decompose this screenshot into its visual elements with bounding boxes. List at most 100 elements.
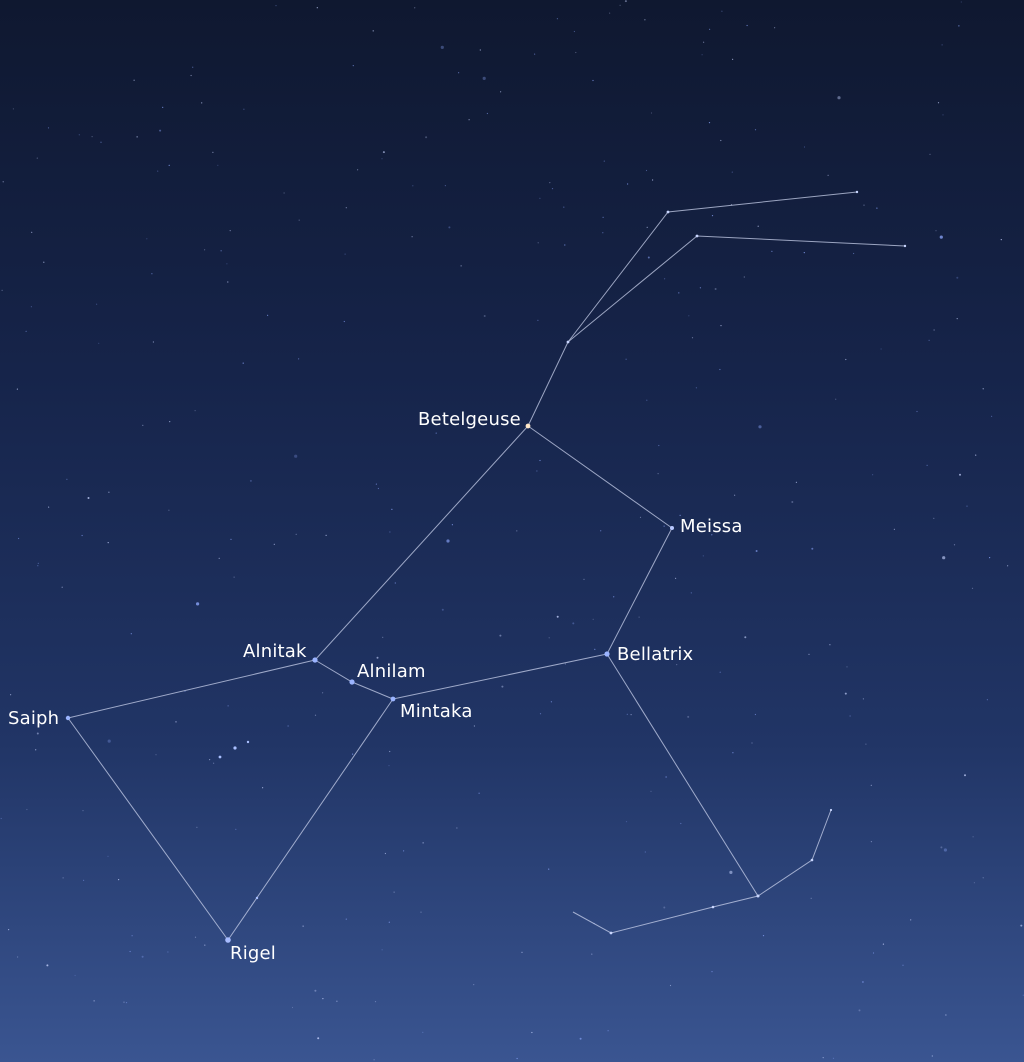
background-star <box>93 1000 95 1002</box>
background-star <box>971 587 974 589</box>
background-star <box>382 151 385 154</box>
background-star <box>169 421 171 423</box>
background-star <box>991 415 993 417</box>
club-line-lower <box>567 235 906 343</box>
background-star <box>87 497 90 499</box>
background-star <box>283 192 285 194</box>
background-star <box>870 784 872 786</box>
background-star <box>375 483 377 485</box>
background-star <box>564 663 567 665</box>
background-star <box>374 1001 377 1003</box>
background-star <box>123 1001 125 1003</box>
background-star <box>229 230 231 232</box>
background-star <box>1020 924 1023 927</box>
background-star <box>664 278 666 280</box>
background-star <box>325 534 327 537</box>
background-star <box>551 188 554 190</box>
background-star <box>695 387 698 389</box>
background-star <box>827 174 829 176</box>
background-star <box>720 325 722 327</box>
background-star <box>209 759 211 761</box>
background-star <box>420 911 422 913</box>
background-star <box>242 362 244 364</box>
background-star <box>391 508 393 510</box>
background-star <box>650 790 652 793</box>
background-star <box>249 479 252 482</box>
background-star <box>521 951 523 953</box>
background-star <box>273 543 275 545</box>
background-star <box>729 870 733 875</box>
background-star <box>652 179 654 181</box>
background-star <box>757 225 759 227</box>
background-star <box>536 470 538 472</box>
background-star <box>100 141 102 143</box>
background-star <box>862 698 865 700</box>
background-star <box>870 841 873 843</box>
background-star <box>982 877 984 879</box>
shield-star <box>609 931 613 935</box>
background-star <box>832 1057 835 1059</box>
background-star <box>755 550 758 552</box>
background-star <box>678 292 680 294</box>
background-star <box>734 494 736 496</box>
background-star <box>83 879 85 882</box>
background-star <box>691 337 694 339</box>
background-star <box>159 129 162 132</box>
background-star <box>30 306 32 308</box>
background-star <box>389 750 391 753</box>
background-star <box>336 1000 338 1002</box>
background-star <box>676 664 678 666</box>
background-star <box>425 136 428 139</box>
background-star <box>699 287 702 289</box>
club-star <box>666 210 670 214</box>
club-line-upper <box>567 191 858 343</box>
background-star <box>107 739 111 743</box>
background-star <box>563 206 565 208</box>
background-star <box>74 974 76 977</box>
background-star <box>719 368 721 371</box>
background-star <box>795 481 798 483</box>
background-star <box>630 714 632 716</box>
background-star <box>190 74 192 77</box>
background-star <box>982 388 984 390</box>
background-star <box>287 725 289 727</box>
background-star <box>411 236 413 238</box>
background-star <box>625 821 628 823</box>
background-star <box>594 648 596 650</box>
background-star <box>638 616 640 618</box>
background-star <box>196 602 200 606</box>
background-star <box>486 112 488 115</box>
background-star <box>412 185 414 187</box>
background-star <box>483 315 486 317</box>
mintaka-bellatrix-line <box>392 653 608 700</box>
background-star <box>956 318 958 320</box>
background-star <box>314 714 317 716</box>
background-star <box>373 1059 375 1061</box>
saiph-star <box>65 715 71 721</box>
background-star <box>703 41 705 43</box>
background-star <box>537 319 539 321</box>
background-star <box>10 694 12 696</box>
background-star <box>791 501 794 503</box>
background-star <box>876 207 878 209</box>
background-star <box>1000 239 1002 241</box>
shield-star <box>756 894 760 898</box>
background-star <box>142 424 144 426</box>
background-star <box>556 18 559 20</box>
background-star <box>322 998 324 1000</box>
background-star <box>603 160 605 162</box>
background-star <box>458 72 460 74</box>
background-star <box>212 151 214 153</box>
background-star <box>941 44 943 46</box>
background-star <box>591 953 593 955</box>
background-star <box>679 514 681 517</box>
background-star <box>35 749 37 751</box>
background-star <box>602 232 604 234</box>
background-star <box>658 444 660 447</box>
background-star <box>131 935 133 937</box>
background-star <box>47 127 50 129</box>
alnitak-label: Alnitak <box>243 641 307 662</box>
